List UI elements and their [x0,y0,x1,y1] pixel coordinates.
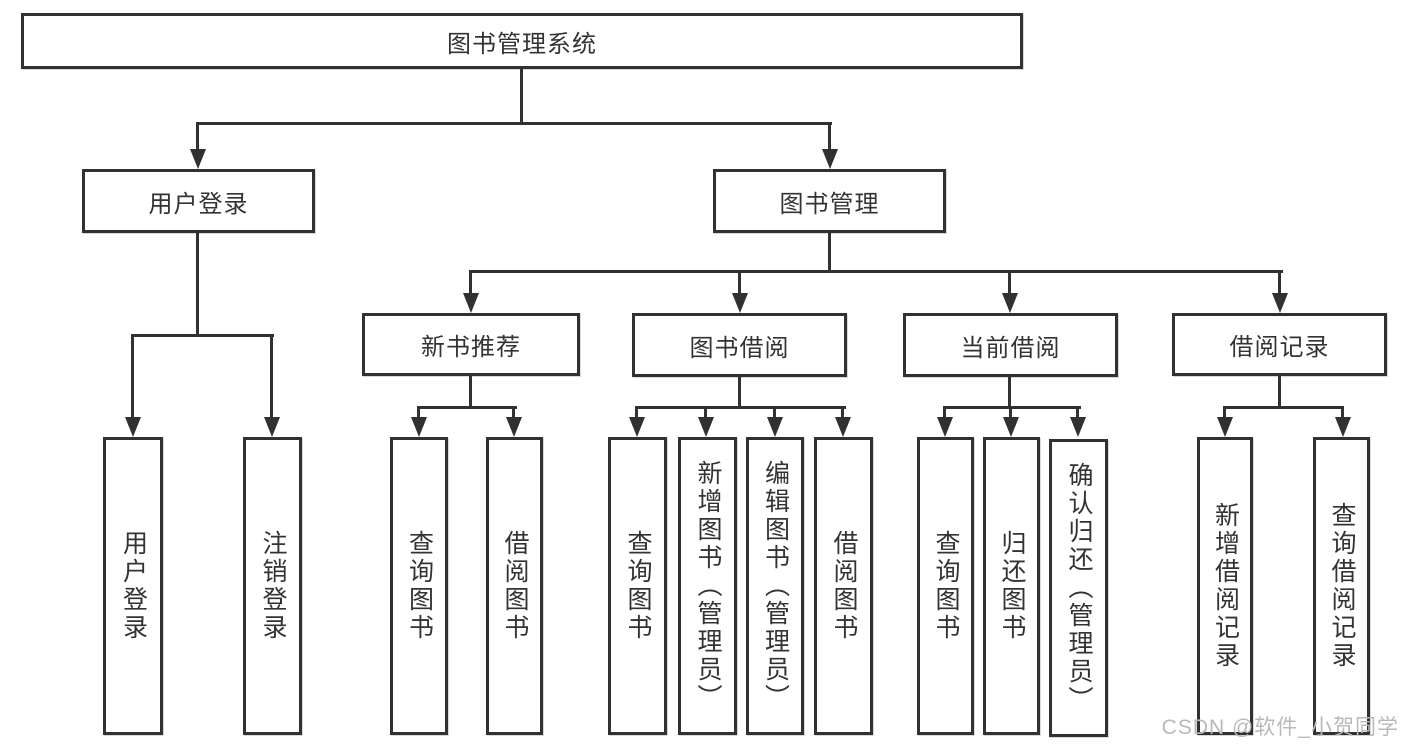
arrowhead-cb-query [937,417,953,437]
node-current-borrow-label: 当前借阅 [960,334,1061,362]
connector-drop-nb-query [417,406,420,419]
connector-book-borrow-branch [635,406,846,409]
connector-drop-nb-borrow [512,406,515,419]
leaf-logout: 注销登录 [243,437,302,735]
connector-drop-borrow-records [1278,270,1281,294]
arrowhead-book-management [822,149,838,169]
arrowhead-current-borrow [1002,293,1018,313]
connector-current-borrow-stem [1008,376,1011,409]
leaf-user-login: 用户登录 [103,437,163,735]
node-user-login-label: 用户登录 [148,190,249,218]
node-user-login: 用户登录 [82,169,315,233]
arrowhead-borrow-records [1272,293,1288,313]
leaf-borrow-books-recommend: 借阅图书 [486,437,543,735]
leaf-query-borrow-record-label: 查询借阅记录 [1328,502,1356,670]
leaf-user-login-label: 用户登录 [119,530,148,642]
connector-drop-bb-edit [773,406,776,419]
node-borrow-records: 借阅记录 [1172,313,1387,376]
arrowhead-cb-return [1003,417,1019,437]
leaf-query-books-borrow-label: 查询图书 [624,530,652,642]
arrowhead-bb-add [698,417,714,437]
node-root-label: 图书管理系统 [447,30,597,58]
arrowhead-user-login [190,149,206,169]
node-book-borrow: 图书借阅 [632,313,847,377]
arrowhead-br-query [1335,417,1351,437]
leaf-query-books-borrow: 查询图书 [608,437,667,735]
connector-drop-book-management [828,122,831,151]
connector-book-management-stem [828,233,831,273]
connector-drop-book-borrow [738,270,741,294]
connector-drop-cb-query [943,406,946,419]
connector-new-book-stem [469,376,472,409]
leaf-add-books-admin: 新增图书（管理员） [678,437,737,735]
connector-drop-user-login [196,122,199,151]
connector-user-login-stem [196,233,199,337]
connector-root-branch [196,122,832,125]
connector-drop-br-add [1223,406,1226,419]
arrowhead-leaf-logout [264,417,280,437]
leaf-edit-books-admin: 编辑图书（管理员） [746,437,804,735]
leaf-add-borrow-record-label: 新增借阅记录 [1211,502,1240,670]
connector-book-management-branch [469,270,1283,273]
node-book-management-label: 图书管理 [779,190,880,218]
leaf-edit-books-admin-label: 编辑图书（管理员） [761,460,790,712]
leaf-query-books-current: 查询图书 [917,437,974,735]
arrowhead-bb-borrow [835,417,851,437]
connector-drop-leaf-login [131,334,134,418]
arrowhead-leaf-login [125,417,141,437]
leaf-query-borrow-record: 查询借阅记录 [1313,437,1370,735]
csdn-watermark: CSDN @软件_小贺同学 [1161,716,1399,739]
leaf-borrow-books-recommend-label: 借阅图书 [501,530,529,642]
connector-drop-leaf-logout [270,334,273,418]
connector-drop-bb-add [704,406,707,419]
connector-drop-new-book [469,270,472,294]
leaf-add-borrow-record: 新增借阅记录 [1197,437,1253,735]
arrowhead-cb-confirm [1070,417,1086,437]
connector-current-borrow-branch [943,406,1081,409]
node-borrow-records-label: 借阅记录 [1229,334,1330,361]
leaf-return-books-label: 归还图书 [998,530,1026,642]
arrowhead-br-add [1217,417,1233,437]
connector-drop-cb-return [1009,406,1012,419]
arrowhead-bb-query [629,417,645,437]
connector-user-login-branch [131,334,274,337]
connector-root-stem [520,69,523,124]
leaf-query-books-current-label: 查询图书 [932,530,960,642]
connector-drop-bb-query [635,406,638,419]
node-root: 图书管理系统 [21,13,1023,69]
leaf-return-books: 归还图书 [983,437,1040,735]
leaf-query-books-recommend-label: 查询图书 [405,530,434,642]
arrowhead-book-borrow [732,293,748,313]
connector-drop-br-query [1341,406,1344,419]
arrowhead-nb-borrow [506,417,522,437]
leaf-borrow-books-label: 借阅图书 [830,530,858,642]
connector-drop-bb-borrow [841,406,844,419]
node-book-management: 图书管理 [713,169,946,233]
arrowhead-bb-edit [767,417,783,437]
leaf-confirm-return-admin: 确认归还（管理员） [1049,439,1108,737]
connector-book-borrow-stem [738,376,741,409]
connector-drop-cb-confirm [1076,406,1079,419]
connector-drop-current-borrow [1008,270,1011,294]
node-book-borrow-label: 图书借阅 [689,334,790,362]
node-new-book-recommend: 新书推荐 [362,313,580,376]
arrowhead-nb-query [411,417,427,437]
node-current-borrow: 当前借阅 [903,313,1118,377]
connector-borrow-records-stem [1278,376,1281,409]
node-new-book-recommend-label: 新书推荐 [421,334,521,361]
leaf-query-books-recommend: 查询图书 [390,437,448,735]
leaf-confirm-return-admin-label: 确认归还（管理员） [1065,462,1093,714]
leaf-borrow-books: 借阅图书 [814,437,873,735]
connector-borrow-records-branch [1223,406,1344,409]
leaf-logout-label: 注销登录 [259,530,287,642]
connector-new-book-branch [417,406,517,409]
arrowhead-new-book [463,293,479,313]
leaf-add-books-admin-label: 新增图书（管理员） [694,460,722,712]
